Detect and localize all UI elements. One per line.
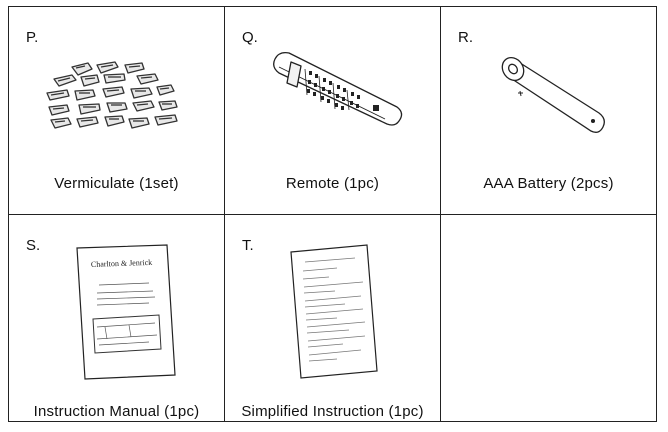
part-cell-s: S. Charlton & Jenrick Instruction Manual… xyxy=(9,215,225,422)
part-letter: P. xyxy=(26,29,39,46)
part-caption: AAA Battery (2pcs) xyxy=(483,175,614,192)
part-letter: R. xyxy=(458,29,473,46)
remote-control-icon xyxy=(273,51,403,126)
instruction-manual-icon: Charlton & Jenrick xyxy=(76,244,176,380)
aaa-battery-icon xyxy=(501,56,605,133)
part-caption: Vermiculate (1set) xyxy=(54,175,179,192)
parts-grid: P. xyxy=(8,6,657,422)
part-letter: T. xyxy=(242,237,254,254)
part-letter: Q. xyxy=(242,29,258,46)
empty-cell xyxy=(441,215,657,422)
simplified-instruction-sheet-icon xyxy=(290,244,378,379)
part-caption: Instruction Manual (1pc) xyxy=(33,403,200,420)
manual-brand-text: Charlton & Jenrick xyxy=(91,258,153,269)
part-cell-q: Q. xyxy=(225,7,441,215)
part-cell-t: T. Simplified Instruction (1pc) xyxy=(225,215,441,422)
part-letter: S. xyxy=(26,237,41,254)
part-caption: Remote (1pc) xyxy=(285,175,380,192)
part-cell-p: P. xyxy=(9,7,225,215)
part-cell-r: R. AAA Battery (2pcs) xyxy=(441,7,657,215)
part-caption: Simplified Instruction (1pc) xyxy=(241,403,424,420)
vermiculite-pieces-icon xyxy=(46,61,178,129)
